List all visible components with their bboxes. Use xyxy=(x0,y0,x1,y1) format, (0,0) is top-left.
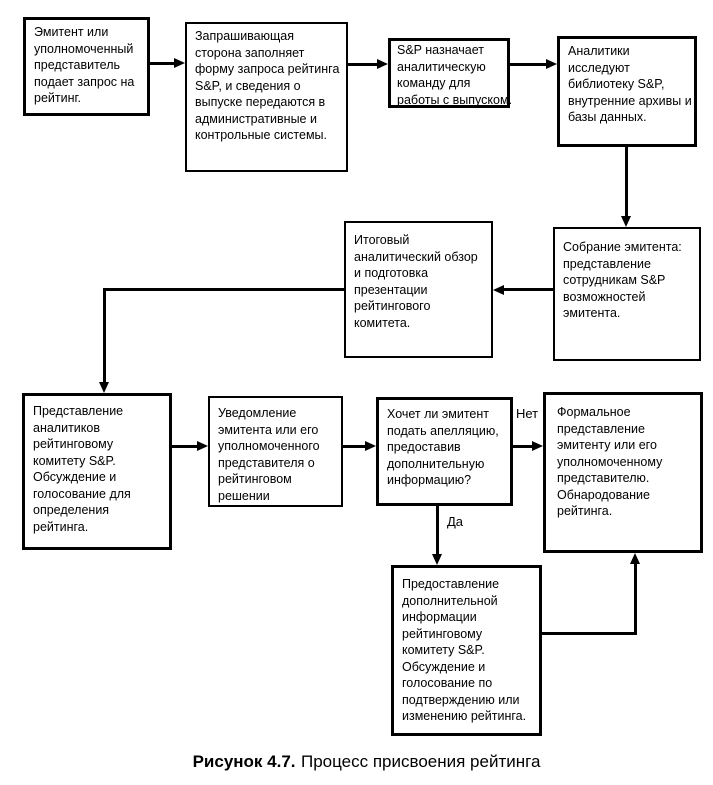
arrowhead-down-icon xyxy=(621,216,631,227)
connector-9-11-yes xyxy=(436,506,439,554)
connector-11-10-vertical xyxy=(634,563,637,635)
branch-label-yes: Да xyxy=(447,514,464,529)
flow-node-request-form: Запрашивающая сторона заполняет форму за… xyxy=(185,22,348,172)
flow-node-committee-presentation: Представление аналитиков рейтинговому ко… xyxy=(22,393,172,550)
figure-caption-number: Рисунок 4.7. xyxy=(192,752,296,771)
arrowhead-right-icon xyxy=(197,441,208,451)
flow-node-formal-presentation: Формальное представление эмитенту или ег… xyxy=(543,392,703,553)
connector-8-9 xyxy=(343,445,365,448)
connector-6-7-horizontal xyxy=(103,288,344,291)
arrowhead-left-icon xyxy=(493,285,504,295)
connector-5-6 xyxy=(504,288,553,291)
figure-caption-title: Процесс присвоения рейтинга xyxy=(300,752,541,771)
connector-6-7-vertical xyxy=(103,288,106,383)
arrowhead-right-icon xyxy=(377,59,388,69)
figure-caption: Рисунок 4.7.Процесс присвоения рейтинга xyxy=(10,752,713,772)
connector-2-3 xyxy=(348,63,378,66)
arrowhead-down-icon xyxy=(432,554,442,565)
connector-11-10-horizontal xyxy=(542,632,637,635)
arrowhead-right-icon xyxy=(365,441,376,451)
flow-node-final-analytical-review: Итоговый аналитический обзор и подготовк… xyxy=(344,221,493,358)
connector-7-8 xyxy=(172,445,197,448)
connector-9-10-no xyxy=(513,445,532,448)
flow-node-decision-notification: Уведомление эмитента или его уполномочен… xyxy=(208,396,343,507)
flow-node-issuer-meeting: Собрание эмитента: представление сотрудн… xyxy=(553,227,701,361)
branch-label-no: Нет xyxy=(516,406,539,421)
flow-node-additional-information: Предоставление дополнительной информации… xyxy=(391,565,542,736)
flow-node-appeal-question: Хочет ли эмитент подать апелляцию, предо… xyxy=(376,397,513,506)
arrowhead-down-icon xyxy=(99,382,109,393)
arrowhead-right-icon xyxy=(546,59,557,69)
arrowhead-right-icon xyxy=(532,441,543,451)
connector-1-2 xyxy=(148,62,175,65)
connector-3-4 xyxy=(510,63,547,66)
flow-node-issuer-request: Эмитент или уполномоченный представитель… xyxy=(23,17,150,116)
flow-node-analyst-research: Аналитики исследуют библиотеку S&P, внут… xyxy=(557,36,697,147)
arrowhead-right-icon xyxy=(174,58,185,68)
connector-4-5 xyxy=(625,147,628,217)
arrowhead-up-icon xyxy=(630,553,640,564)
flow-node-team-assignment: S&P назначает аналитическую команду для … xyxy=(388,38,512,108)
